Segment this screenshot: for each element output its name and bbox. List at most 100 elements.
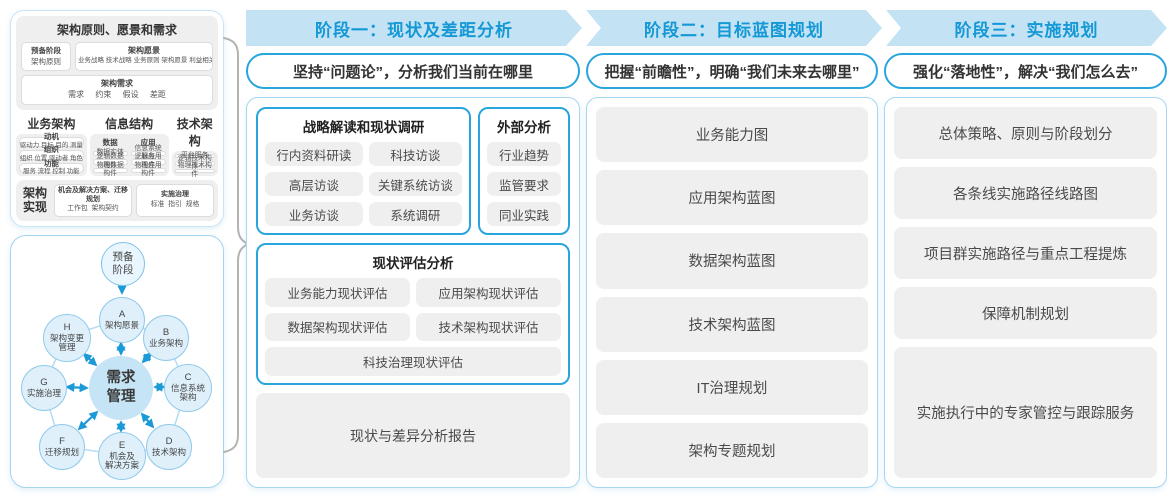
strategy-research-group: 战略解读和现状调研 行内资料研读 科技访谈 高层访谈 关键系统访谈 业务访谈 系… (256, 107, 471, 235)
phase2-item: IT治理规划 (596, 359, 868, 415)
phase3-item: 各条线实施路径线路图 (894, 167, 1157, 219)
implementation-governance-box: 实施治理 标准 指引 规格 (136, 183, 214, 217)
node-h-architecture-change-management: H 架构变更 管理 (43, 314, 91, 362)
phase2-subtitle: 把握“前瞻性”，明确“我们未来去哪里” (586, 53, 878, 89)
phase3-header-text: 阶段三：实施规划 (954, 20, 1099, 40)
node-d-label: 技术架构 (151, 446, 186, 457)
assessment-title: 现状评估分析 (372, 256, 454, 271)
node-a-id: A (118, 308, 126, 320)
node-d-technology-architecture: D 技术架构 (146, 424, 192, 470)
architecture-implementation-section: 架构实现 机会及解决方案、迁移规划 工作包 架构契约 实施治理 标准 指引 规格 (16, 179, 218, 221)
prep-vision-row: 预备阶段 架构原则 架构愿景 业务战略 技术战略 业务原则 架构愿景 利益相关者 (21, 42, 213, 71)
physical-tech-box: 物理技术构件 (174, 162, 215, 178)
architecture-requirements-box: 架构需求 需求 约束 假设 差距 (21, 75, 213, 105)
phase2-subtitle-text: 把握“前瞻性”，明确“我们未来去哪里” (604, 63, 860, 81)
technology-architecture-header: 技术架构 (176, 116, 213, 148)
motivation-title: 动机 (43, 132, 59, 142)
prep-circle-line2: 阶段 (112, 264, 134, 276)
business-architecture-header: 业务架构 (27, 116, 76, 131)
node-h-id: H (63, 322, 71, 334)
organization-box: 组织 组织 位置 驱动者 角色 (19, 145, 84, 162)
requirements-management-circle: 需求 管理 (89, 356, 153, 420)
data-entity-box: 数据实体 (92, 149, 128, 156)
node-g-id: G (40, 376, 48, 388)
research-item: 关键系统访谈 (368, 172, 462, 196)
phase3-item: 实施执行中的专家管控与跟踪服务 (894, 347, 1157, 478)
external-analysis-list: 行业趋势 监管要求 同业实践 (487, 142, 561, 226)
physical-data-box: 物理数据构件 (92, 162, 128, 177)
node-f-label: 迁移规划 (44, 446, 79, 457)
research-item: 行内资料研读 (265, 142, 363, 166)
node-f-migration-planning: F 迁移规划 (39, 424, 85, 470)
phase2-header-band: 阶段二：目标蓝图规划 (586, 10, 882, 46)
external-item: 行业趋势 (487, 142, 561, 166)
phase1-top-row: 战略解读和现状调研 行内资料研读 科技访谈 高层访谈 关键系统访谈 业务访谈 系… (256, 107, 570, 235)
phase1-header-text: 阶段一：现状及差距分析 (315, 20, 513, 40)
assessment-item: 业务能力现状评估 (265, 278, 410, 307)
external-analysis-group: 外部分析 行业趋势 监管要求 同业实践 (478, 107, 570, 235)
node-e-opportunities-solutions: E 机会及 解决方案 (98, 432, 146, 480)
node-b-id: B (162, 326, 170, 338)
information-structure-body: 数据 数据实体 逻辑数据构件 物理数据构件 应用 信息系统服务 逻辑应用构件 物… (89, 133, 169, 177)
phase1-content-column: 战略解读和现状调研 行内资料研读 科技访谈 高层访谈 关键系统访谈 业务访谈 系… (246, 97, 580, 488)
phase2-header-text: 阶段二：目标蓝图规划 (644, 20, 824, 40)
function-sub: 服务 流程 控制 功能 (23, 168, 80, 176)
node-d-id: D (165, 435, 173, 447)
governance-sub: 标准 指引 规格 (150, 201, 200, 209)
phase2-item: 技术架构蓝图 (596, 296, 868, 352)
external-analysis-title: 外部分析 (497, 120, 551, 135)
external-item: 同业实践 (487, 202, 561, 226)
architecture-vision-box: 架构愿景 业务战略 技术战略 业务原则 架构愿景 利益相关者 (75, 42, 213, 71)
application-subcolumn: 应用 信息系统服务 逻辑应用构件 物理应用构件 (130, 137, 166, 177)
phase3-item: 总体策略、原则与阶段划分 (894, 107, 1157, 159)
platform-service-box: 平台服务 (174, 152, 215, 159)
organization-title: 组织 (43, 145, 59, 155)
phase3-item: 保障机制规划 (894, 287, 1157, 339)
prep-phase-circle: 预备 阶段 (101, 242, 145, 286)
prep-phase-line2: 架构原则 (31, 56, 61, 66)
governance-title: 实施治理 (161, 191, 189, 199)
node-c-label1: 信息系统 (170, 382, 205, 393)
assessment-item: 数据架构现状评估 (265, 312, 410, 341)
gap-analysis-report-box: 现状与差异分析报告 (256, 393, 570, 478)
technology-architecture-body: 平台服务 逻辑技术构件 物理技术构件 (171, 150, 218, 178)
opportunities-sub: 工作包 架构契约 (67, 205, 119, 213)
architecture-panel-title: 架构原则、愿景和需求 (56, 23, 177, 37)
research-item: 系统调研 (368, 202, 462, 226)
assessment-grid: 业务能力现状评估 应用架构现状评估 数据架构现状评估 技术架构现状评估 (265, 278, 561, 341)
assessment-item-wide: 科技治理现状评估 (265, 347, 561, 376)
organization-sub: 组织 位置 驱动者 角色 (19, 155, 83, 163)
prep-phase-line1: 预备阶段 (31, 46, 61, 55)
technology-architecture-column: 技术架构 平台服务 逻辑技术构件 物理技术构件 (171, 114, 218, 178)
opportunities-migration-box: 机会及解决方案、迁移规划 工作包 架构契约 (54, 183, 132, 217)
assessment-item: 应用架构现状评估 (416, 278, 561, 307)
node-b-business-architecture: B 业务架构 (143, 315, 189, 361)
business-architecture-column: 业务架构 动机 驱动力 目标 目的 测量 组织 组织 位置 驱动者 角色 功能 … (16, 114, 87, 176)
vision-items: 业务战略 技术战略 业务原则 架构愿景 利益相关者 (78, 57, 213, 65)
phase1-header-band: 阶段一：现状及差距分析 (246, 10, 582, 46)
adm-cycle-panel: 预备 阶段 需求 管理 A 架构愿景 B 业务架构 C 信息系统 架构 D 技术… (10, 235, 224, 488)
strategy-research-title: 战略解读和现状调研 (302, 120, 425, 135)
physical-app-box: 物理应用构件 (130, 162, 166, 177)
external-item: 监管要求 (487, 172, 561, 196)
arrow-d (140, 412, 155, 429)
function-title: 功能 (43, 158, 59, 168)
phase2-item: 数据架构蓝图 (596, 233, 868, 289)
phase3-header-band: 阶段三：实施规划 (886, 10, 1167, 46)
center-line1: 需求 (106, 370, 136, 387)
phase2-item: 架构专题规划 (596, 422, 868, 479)
node-c-information-system-architecture: C 信息系统 架构 (164, 364, 212, 412)
phase2-item: 应用架构蓝图 (596, 170, 868, 226)
node-f-id: F (59, 435, 65, 447)
architecture-columns: 业务架构 动机 驱动力 目标 目的 测量 组织 组织 位置 驱动者 角色 功能 … (16, 114, 218, 178)
architecture-content-panel: 架构原则、愿景和需求 预备阶段 架构原则 架构愿景 业务战略 技术战略 业务原则… (10, 10, 224, 227)
phase3-content-column: 总体策略、原则与阶段划分 各条线实施路径线路图 项目群实施路径与重点工程提炼 保… (884, 97, 1167, 488)
strategy-research-grid: 行内资料研读 科技访谈 高层访谈 关键系统访谈 业务访谈 系统调研 (265, 142, 462, 226)
vision-title: 架构愿景 (128, 46, 160, 55)
prep-phase-box: 预备阶段 架构原则 (21, 42, 71, 71)
information-structure-column: 信息结构 数据 数据实体 逻辑数据构件 物理数据构件 应用 信息系统服务 逻辑应… (89, 114, 169, 177)
function-box: 功能 服务 流程 控制 功能 (19, 159, 84, 175)
research-item: 高层访谈 (265, 172, 363, 196)
phase3-subtitle-text: 强化“落地性”，解决“我们怎么去” (912, 63, 1138, 81)
